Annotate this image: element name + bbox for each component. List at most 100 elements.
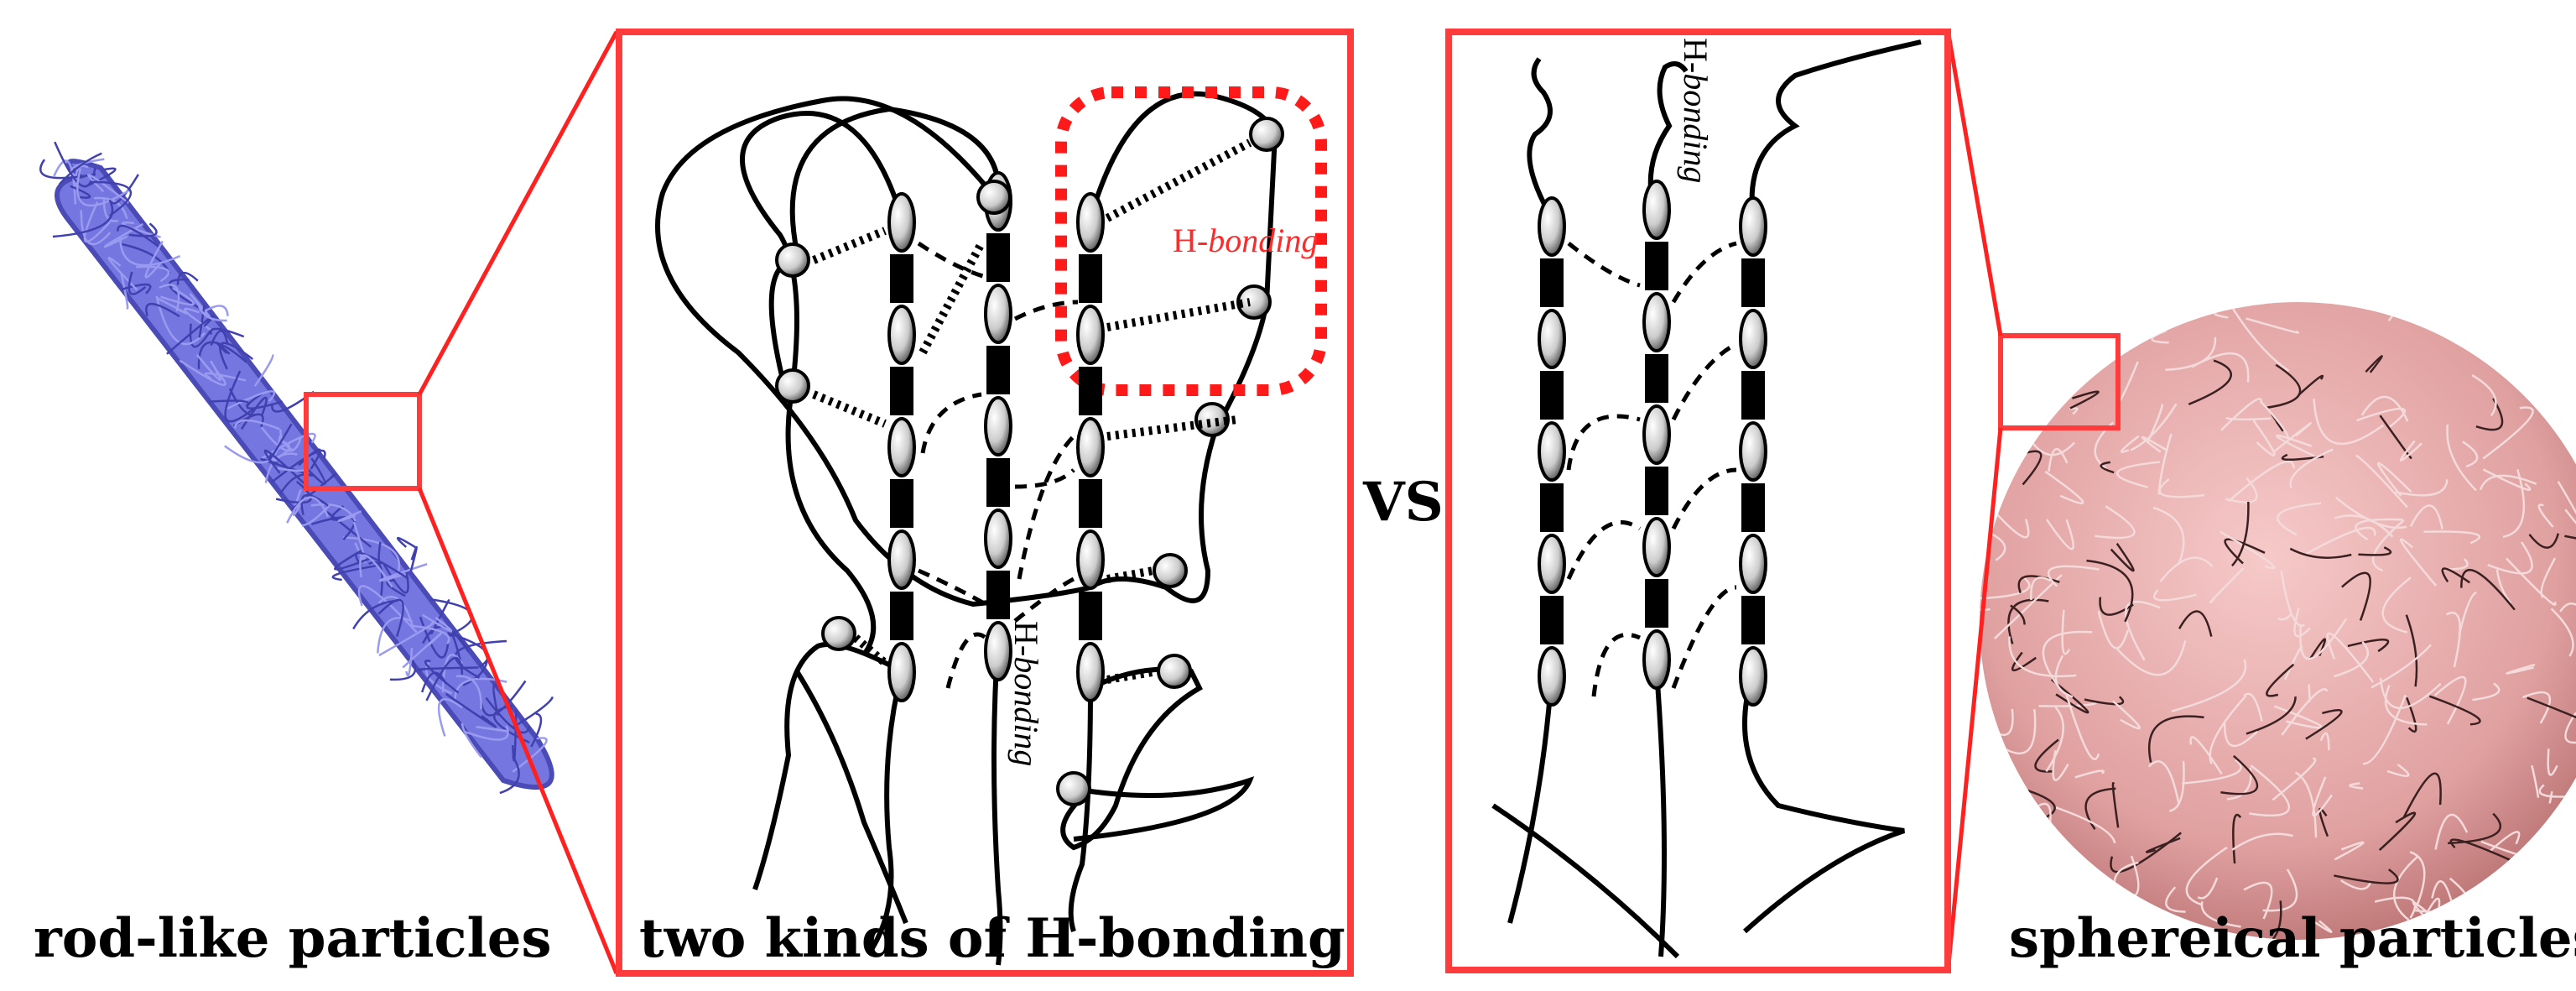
- sphere-strand: [2358, 546, 2392, 556]
- sphere-particle: [1980, 302, 2576, 940]
- rod-strand: [455, 675, 482, 710]
- rod-zoom-square: [304, 392, 422, 491]
- sphere-strand: [2231, 832, 2293, 851]
- rod-strand: [53, 159, 77, 205]
- sphere-strand: [2084, 696, 2125, 706]
- sphere-strand: [2116, 461, 2160, 488]
- bead: [887, 417, 916, 477]
- sphere-strand: [2141, 436, 2168, 453]
- rod-strand: [176, 271, 199, 285]
- rod-strand: [425, 656, 464, 702]
- rod-strand: [240, 396, 268, 430]
- sphere-strand: [2112, 700, 2141, 730]
- sphere-strand: [2047, 565, 2100, 587]
- rod-strand: [136, 265, 170, 283]
- side-group-bead: [1236, 284, 1272, 320]
- sphere-strand: [2272, 422, 2312, 453]
- sphere-strand: [2564, 712, 2576, 744]
- side-group-bead: [1056, 771, 1091, 806]
- sphere-strand: [2506, 663, 2536, 675]
- bead: [1538, 646, 1566, 707]
- sphere-strand: [2446, 424, 2477, 492]
- rod-strand: [396, 536, 418, 550]
- side-group-bead: [821, 616, 856, 651]
- sphere-strand: [2386, 763, 2410, 778]
- sphere-strand: [2231, 501, 2250, 567]
- side-group-bead: [1194, 402, 1230, 437]
- sphere-strand: [2259, 400, 2290, 439]
- sphere-strand: [2171, 659, 2247, 712]
- sphere-strand: [2045, 706, 2065, 773]
- side-group-bead: [1157, 654, 1192, 689]
- rod-strand: [422, 613, 453, 633]
- rod-strand: [263, 449, 305, 484]
- sphere-strand: [2379, 677, 2442, 710]
- sphere-strand: [2243, 692, 2263, 722]
- sphere-strand: [2460, 568, 2516, 611]
- sphere-strand: [2277, 613, 2292, 621]
- bead: [1538, 196, 1566, 257]
- rod-strand: [359, 554, 393, 588]
- rod-strand: [179, 359, 226, 386]
- sphere-strand: [2360, 395, 2409, 422]
- h-bond-strong: [852, 634, 888, 666]
- rod-strand: [117, 224, 162, 249]
- chain-segment: [1645, 354, 1668, 403]
- sphere-strand: [2061, 609, 2071, 655]
- rod-strand: [454, 639, 507, 679]
- h-bond-strong: [1106, 415, 1238, 441]
- chain-segment: [1645, 242, 1668, 290]
- sphere-strand: [2209, 695, 2247, 764]
- sphere-strand: [2188, 359, 2232, 405]
- bead: [984, 396, 1012, 456]
- chain-segment: [1540, 483, 1564, 532]
- sphere-zoom-square: [1998, 333, 2121, 430]
- sphere-strand: [2395, 479, 2449, 497]
- sphere-strand: [2433, 675, 2467, 725]
- sphere-strand: [2069, 407, 2079, 415]
- h-bond-weak: [1567, 242, 1641, 288]
- sphere-strand: [2125, 600, 2161, 661]
- rod-strand: [331, 564, 379, 582]
- sphere-strand: [2097, 610, 2129, 649]
- bead: [1739, 534, 1767, 594]
- sphere-strand: [2462, 441, 2479, 468]
- sphere-strand: [2159, 556, 2214, 582]
- rod-strand: [160, 287, 195, 306]
- bead: [984, 621, 1012, 681]
- rod-strand: [420, 671, 447, 693]
- bead: [887, 305, 916, 365]
- sphere-strand: [2281, 688, 2329, 736]
- rod-strand: [75, 164, 89, 188]
- bead: [1642, 292, 1671, 352]
- chain-segment: [890, 367, 913, 415]
- sphere-strand: [2010, 604, 2026, 625]
- sphere-strand: [1980, 576, 2031, 600]
- sphere-strand: [1980, 594, 1991, 611]
- sphere-strand: [2370, 644, 2433, 689]
- rod-strand: [39, 159, 96, 180]
- zoom-line-bottom-left: [417, 488, 619, 974]
- rod-strand: [367, 561, 383, 597]
- rod-strand: [530, 712, 543, 748]
- side-group-bead: [775, 368, 810, 404]
- h-bonding-label-vertical-left: H-bonding: [1007, 621, 1045, 766]
- sphere-strand: [2048, 447, 2069, 472]
- bead: [1642, 517, 1671, 577]
- sphere-strand: [1993, 574, 2063, 640]
- rod-strand: [159, 284, 180, 312]
- h-bonding-label-red: H-bonding: [1173, 222, 1318, 259]
- sphere-strand: [2095, 505, 2136, 540]
- rod-strand: [377, 598, 404, 638]
- sphere-strand: [2434, 813, 2469, 850]
- rod-strand: [411, 624, 450, 644]
- sphere-strand: [2448, 812, 2502, 845]
- bead: [1538, 309, 1566, 369]
- chain-segment: [890, 254, 913, 303]
- rod-strand: [286, 496, 330, 524]
- h-bond-strong: [1105, 138, 1252, 222]
- h-bond-weak: [945, 632, 987, 689]
- rod-strand: [305, 457, 326, 485]
- sphere-strand: [2502, 469, 2526, 539]
- h-bond-weak: [1566, 520, 1642, 581]
